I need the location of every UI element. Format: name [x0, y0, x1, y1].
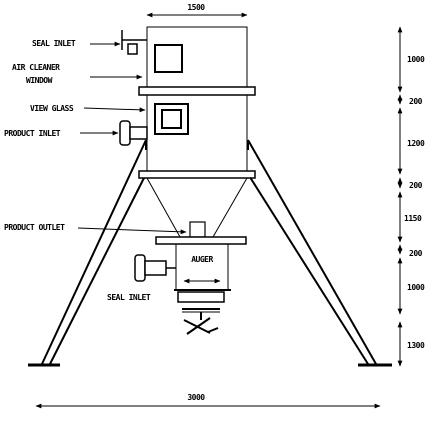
dimension-label: 200	[409, 249, 423, 258]
dimension-label: 1150	[404, 214, 422, 223]
air-cleaner-window	[154, 44, 183, 73]
product-outlet-label: PRODUCT OUTLET	[4, 223, 65, 232]
view-glass	[154, 103, 189, 135]
auger-label: AUGER	[191, 255, 213, 264]
seal-inlet-lower-fitting	[134, 254, 176, 282]
base-width-label: 3000	[187, 393, 205, 402]
upper-flange	[138, 86, 256, 96]
dimension-label: 1000	[407, 55, 425, 64]
seal-inlet-lower-label: SEAL INLET	[107, 293, 151, 302]
left-leg	[28, 139, 147, 367]
product-outlet	[189, 221, 206, 238]
product-inlet-fitting	[119, 120, 148, 146]
leader-lines	[77, 41, 187, 235]
seal-inlet-label: SEAL INLET	[32, 39, 76, 48]
cone	[146, 177, 248, 238]
upper-section	[146, 26, 248, 88]
lower-flange	[138, 170, 256, 179]
right-leg	[247, 139, 392, 367]
dimension-label: 1000	[407, 283, 425, 292]
dimension-label: 1300	[407, 341, 425, 350]
air-cleaner-window-label-2: WINDOW	[26, 76, 53, 85]
auger-flange	[155, 236, 247, 245]
auger-housing	[174, 243, 231, 335]
air-cleaner-window-label-1: AIR CLEANER	[12, 63, 60, 72]
dimension-label: 1200	[407, 139, 425, 148]
dimension-label: 200	[409, 97, 423, 106]
top-width-label: 1500	[187, 3, 205, 12]
dimension-label: 200	[409, 181, 423, 190]
product-inlet-label: PRODUCT INLET	[4, 129, 61, 138]
middle-section	[145, 94, 249, 172]
view-glass-label: VIEW GLASS	[30, 104, 74, 113]
seal-inlet-top	[121, 30, 147, 55]
